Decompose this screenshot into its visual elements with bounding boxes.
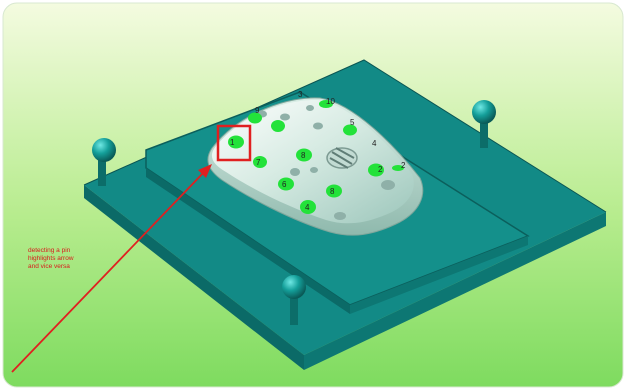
pin-marker-7[interactable] <box>253 156 267 168</box>
annotation-line: highlights arrow <box>28 255 74 262</box>
pin-label: 5 <box>350 118 355 127</box>
pin-marker-6[interactable] <box>296 148 312 162</box>
pin-label: 2 <box>378 165 383 174</box>
arrow-icon <box>11 164 212 373</box>
pin-marker-4[interactable] <box>319 100 333 108</box>
guide-post-front <box>282 275 306 325</box>
annotation-note: detecting a pin highlights arrow and vic… <box>28 247 118 271</box>
pin-marker-9[interactable] <box>326 184 342 198</box>
pin-label: 1 <box>230 138 235 147</box>
pin-label: 7 <box>256 158 261 167</box>
guide-post-icon <box>472 100 496 124</box>
pin-label: 9 <box>255 106 260 115</box>
pin-label: 4 <box>372 139 377 148</box>
pin-markers[interactable] <box>228 100 404 214</box>
pin-label: 4 <box>305 203 310 212</box>
pin-label: 8 <box>301 151 306 160</box>
annotation-line: and vice versa <box>28 263 70 270</box>
guide-post-left <box>92 138 116 186</box>
pin-label: 10 <box>326 97 335 106</box>
pin-marker-11[interactable] <box>368 163 384 177</box>
pin-marker-3[interactable] <box>271 120 285 132</box>
pin-label: 2 <box>401 161 406 170</box>
pin-marker-5[interactable] <box>343 124 357 136</box>
pin-label: 6 <box>282 180 287 189</box>
pin-marker-2[interactable] <box>248 112 262 124</box>
guide-post-icon <box>92 138 116 162</box>
pin-marker-icon[interactable] <box>228 135 244 149</box>
guide-post-icon <box>282 275 306 299</box>
pin-marker-1[interactable] <box>228 135 244 149</box>
pin-marker-10[interactable] <box>300 200 316 214</box>
guide-post-right <box>472 100 496 148</box>
pin-label: 8 <box>330 187 335 196</box>
selection-box-icon[interactable] <box>216 124 252 162</box>
pin-marker-12[interactable] <box>392 165 404 171</box>
annotation-line: detecting a pin <box>28 247 71 254</box>
pin-label: 3 <box>298 90 303 99</box>
pin-marker-8[interactable] <box>278 177 294 191</box>
stamped-part[interactable] <box>207 97 424 236</box>
pin-labels: 3 10 5 4 8 1 2 2 9 7 6 4 8 <box>230 90 406 212</box>
